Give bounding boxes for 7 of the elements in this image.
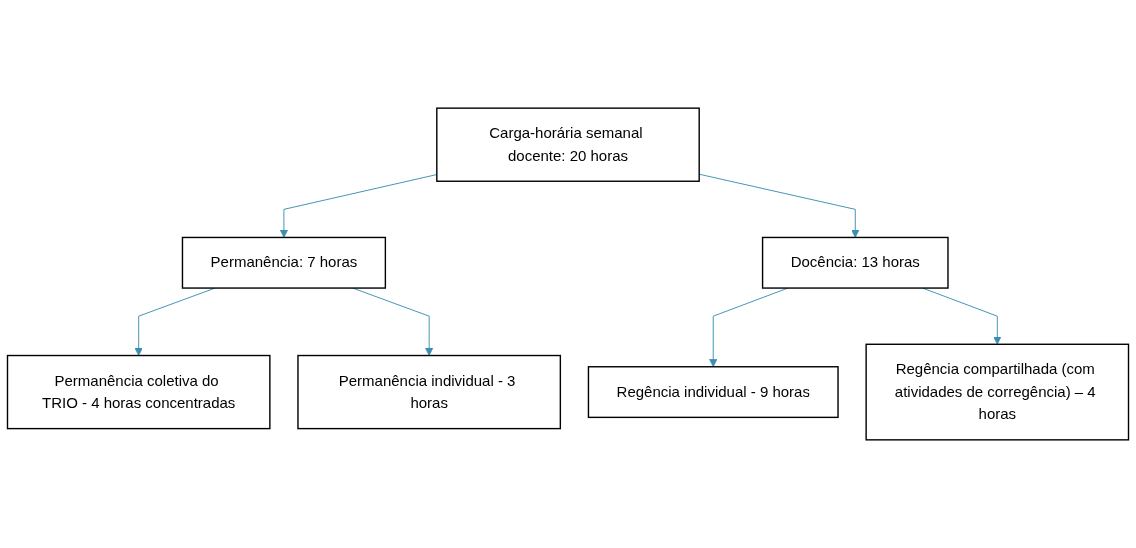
node-box: Permanência coletiva do TRIO - 4 horas concentradas — [6, 354, 271, 430]
node-box: Permanência individual - 3 horas — [297, 354, 562, 430]
node-box: Carga-horária semanal docente: 20 horas — [436, 107, 700, 182]
node-box: Docência: 13 horas — [761, 236, 949, 289]
node-box: Permanência: 7 horas — [181, 236, 387, 289]
node-box: Regência compartilhada (com atividades de corregência) – 4 horas — [865, 343, 1130, 441]
node-box: Regência individual - 9 horas — [587, 366, 839, 419]
